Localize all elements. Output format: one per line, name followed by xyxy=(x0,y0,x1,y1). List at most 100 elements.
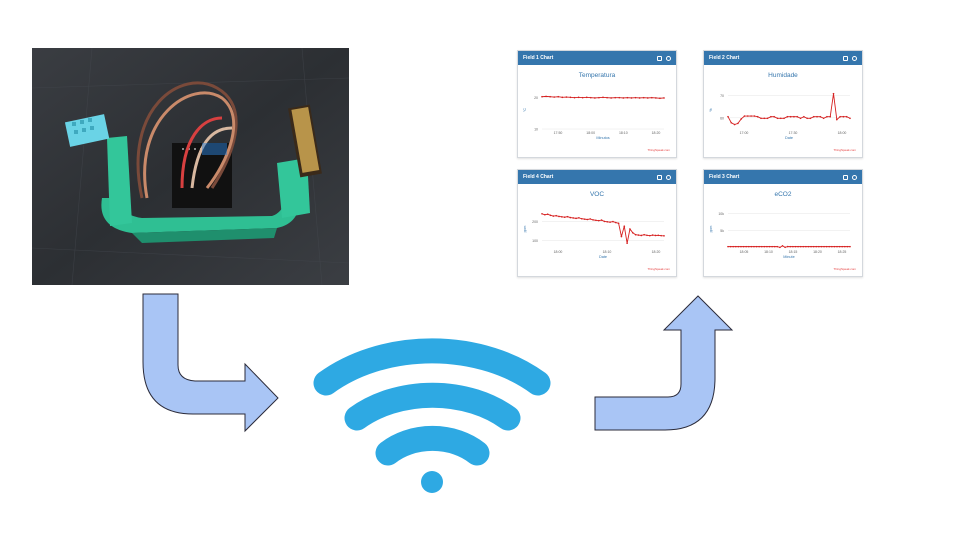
data-point xyxy=(561,216,563,218)
data-point xyxy=(816,115,818,118)
card-header: Field 2 Chart xyxy=(704,51,862,65)
data-point xyxy=(815,245,818,248)
data-point xyxy=(634,96,637,99)
data-point xyxy=(844,245,846,248)
data-point xyxy=(781,245,784,247)
data-point xyxy=(606,220,609,223)
data-point xyxy=(799,245,802,248)
y-axis-label: ppm xyxy=(523,226,527,233)
data-point xyxy=(742,245,745,248)
data-point xyxy=(569,96,572,99)
external-link-icon[interactable] xyxy=(843,55,848,61)
chart-title: eCO2 xyxy=(775,191,792,198)
data-point xyxy=(809,117,812,120)
data-point xyxy=(841,245,844,248)
data-point xyxy=(655,97,657,99)
data-point xyxy=(740,118,742,120)
data-point xyxy=(597,219,600,222)
data-point xyxy=(768,245,771,248)
data-point xyxy=(610,97,612,99)
data-point xyxy=(783,117,785,120)
x-tick-label: 17:00 xyxy=(740,131,749,135)
data-point xyxy=(585,96,588,99)
data-point xyxy=(789,115,792,118)
data-point xyxy=(654,234,657,237)
data-point xyxy=(818,245,820,248)
external-link-icon[interactable] xyxy=(657,55,662,61)
data-point xyxy=(833,245,836,248)
data-point xyxy=(620,235,623,238)
data-point xyxy=(807,245,810,248)
data-point xyxy=(558,215,560,218)
data-point xyxy=(820,245,823,248)
data-point xyxy=(546,213,549,215)
comment-icon[interactable] xyxy=(666,55,671,61)
x-tick-label: 18:00 xyxy=(554,250,563,254)
data-point xyxy=(789,245,792,248)
comment-icon[interactable] xyxy=(666,174,671,180)
x-tick-label: 18:00 xyxy=(838,131,847,135)
data-point xyxy=(766,117,769,120)
data-point xyxy=(649,234,651,237)
comment-icon[interactable] xyxy=(852,174,857,180)
data-point xyxy=(763,117,766,120)
data-point xyxy=(646,234,648,237)
data-point xyxy=(630,97,633,99)
external-link-icon[interactable] xyxy=(657,174,662,180)
data-point xyxy=(592,219,594,221)
data-point xyxy=(573,96,576,99)
data-point xyxy=(609,221,611,223)
data-point xyxy=(828,245,831,248)
data-point xyxy=(643,233,645,236)
data-point xyxy=(659,97,661,100)
data-point xyxy=(776,245,779,248)
x-tick-label: 17:50 xyxy=(554,131,563,135)
data-point xyxy=(614,96,616,99)
data-point xyxy=(771,245,773,248)
data-point xyxy=(595,219,597,222)
data-point xyxy=(784,246,786,249)
x-axis-label: Minute xyxy=(783,255,794,259)
card-title: Field 4 Chart xyxy=(523,174,554,180)
data-point xyxy=(839,115,841,118)
card-title: Field 2 Chart xyxy=(709,55,740,61)
data-point xyxy=(760,245,763,248)
data-point xyxy=(845,115,848,118)
series-line xyxy=(727,93,851,126)
comment-icon[interactable] xyxy=(852,55,857,61)
data-point xyxy=(838,245,841,248)
data-point xyxy=(770,115,772,118)
external-link-icon[interactable] xyxy=(843,174,848,180)
card-title: Field 1 Chart xyxy=(523,55,554,61)
data-point xyxy=(623,225,626,227)
data-point xyxy=(541,95,543,98)
credit-link: ThingSpeak.com xyxy=(833,148,856,152)
data-point xyxy=(586,218,589,221)
x-tick-label: 17:30 xyxy=(789,131,798,135)
data-point xyxy=(786,115,789,118)
data-point xyxy=(812,115,815,118)
data-point xyxy=(802,245,805,248)
x-tick-label: 18:15 xyxy=(789,250,798,254)
y-tick-label: 200 xyxy=(532,220,538,224)
data-point xyxy=(622,97,625,99)
data-point xyxy=(606,96,608,99)
data-point xyxy=(806,117,808,120)
data-point xyxy=(779,246,781,249)
data-point xyxy=(750,245,753,248)
data-point xyxy=(553,96,555,98)
data-point xyxy=(727,245,729,248)
data-point xyxy=(779,117,782,120)
data-point xyxy=(776,117,779,120)
x-tick-label: 18:25 xyxy=(838,250,847,254)
data-point xyxy=(602,96,604,99)
data-point xyxy=(572,217,575,219)
data-point xyxy=(634,233,637,236)
sensor-device-photo xyxy=(32,48,349,285)
data-point xyxy=(569,216,572,219)
x-tick-label: 18:00 xyxy=(586,131,595,135)
